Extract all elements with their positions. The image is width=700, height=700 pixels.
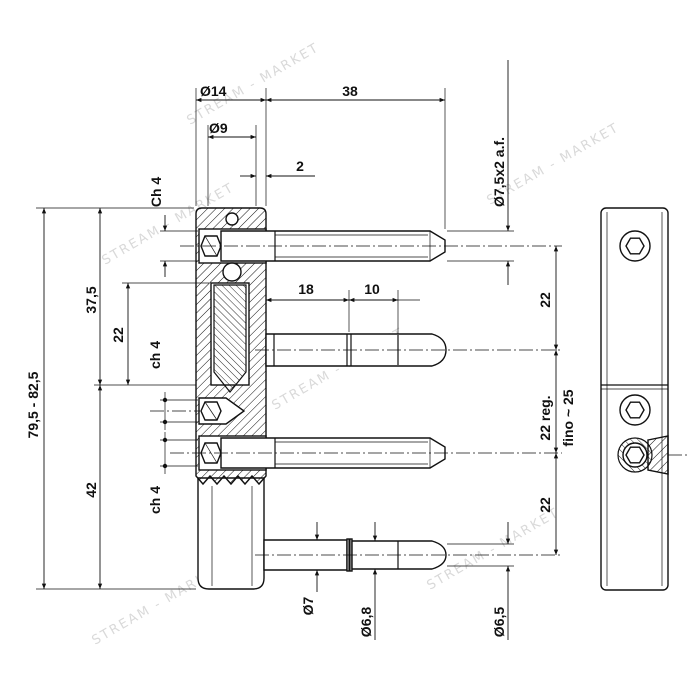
label-pitch-adjustable: 22 reg. (537, 395, 553, 440)
lower-body (197, 477, 265, 590)
label-collar-offset: 2 (296, 158, 304, 174)
label-shank-length: 18 (298, 281, 314, 297)
centerlines (150, 245, 562, 556)
label-chamfer-lower: ch 4 (147, 486, 163, 514)
dimension-labels: Ø14 38 Ø9 2 Ch 4 Ø7,5x2 a.f. 37,5 22 18 … (25, 83, 576, 637)
hex-socket-icon (625, 237, 645, 255)
label-upper-leaf-height: 37,5 (83, 286, 99, 313)
label-bore-length: 22 (110, 327, 126, 343)
label-overall-height: 79,5 - 82,5 (25, 371, 41, 438)
label-chamfer-middle: ch 4 (147, 341, 163, 369)
dimension-lines (36, 60, 559, 640)
label-pitch-adjustable-max: fino ~ 25 (560, 389, 576, 446)
inner-pin (213, 284, 247, 393)
locking-ball (222, 262, 242, 282)
dimension-dot (162, 397, 168, 403)
hex-socket-edge (204, 401, 218, 421)
hex-socket-icon (625, 446, 645, 464)
top-ball (225, 212, 239, 226)
label-pin-diameter-7: Ø7 (300, 596, 316, 615)
label-head-diameter: Ø14 (200, 83, 227, 99)
label-pitch-upper: 22 (537, 292, 553, 308)
dimension-dot (162, 463, 168, 469)
hinge-side-view (600, 207, 690, 591)
dimension-dot (162, 437, 168, 443)
label-tip-length: 10 (364, 281, 380, 297)
label-chamfer-top: Ch 4 (148, 177, 164, 208)
label-socket-size: Ø7,5x2 a.f. (491, 137, 507, 207)
label-lower-leaf-height: 42 (83, 482, 99, 498)
label-pitch-lower: 22 (537, 497, 553, 513)
hex-socket-icon (625, 401, 645, 419)
hinge-front-view (195, 207, 447, 590)
label-pin-diameter-6-8: Ø6,8 (358, 607, 374, 638)
label-pin-length: 38 (342, 83, 358, 99)
label-ball-bore: Ø9 (209, 120, 228, 136)
label-tip-diameter-6-5: Ø6,5 (491, 607, 507, 638)
dimension-dot (162, 419, 168, 425)
